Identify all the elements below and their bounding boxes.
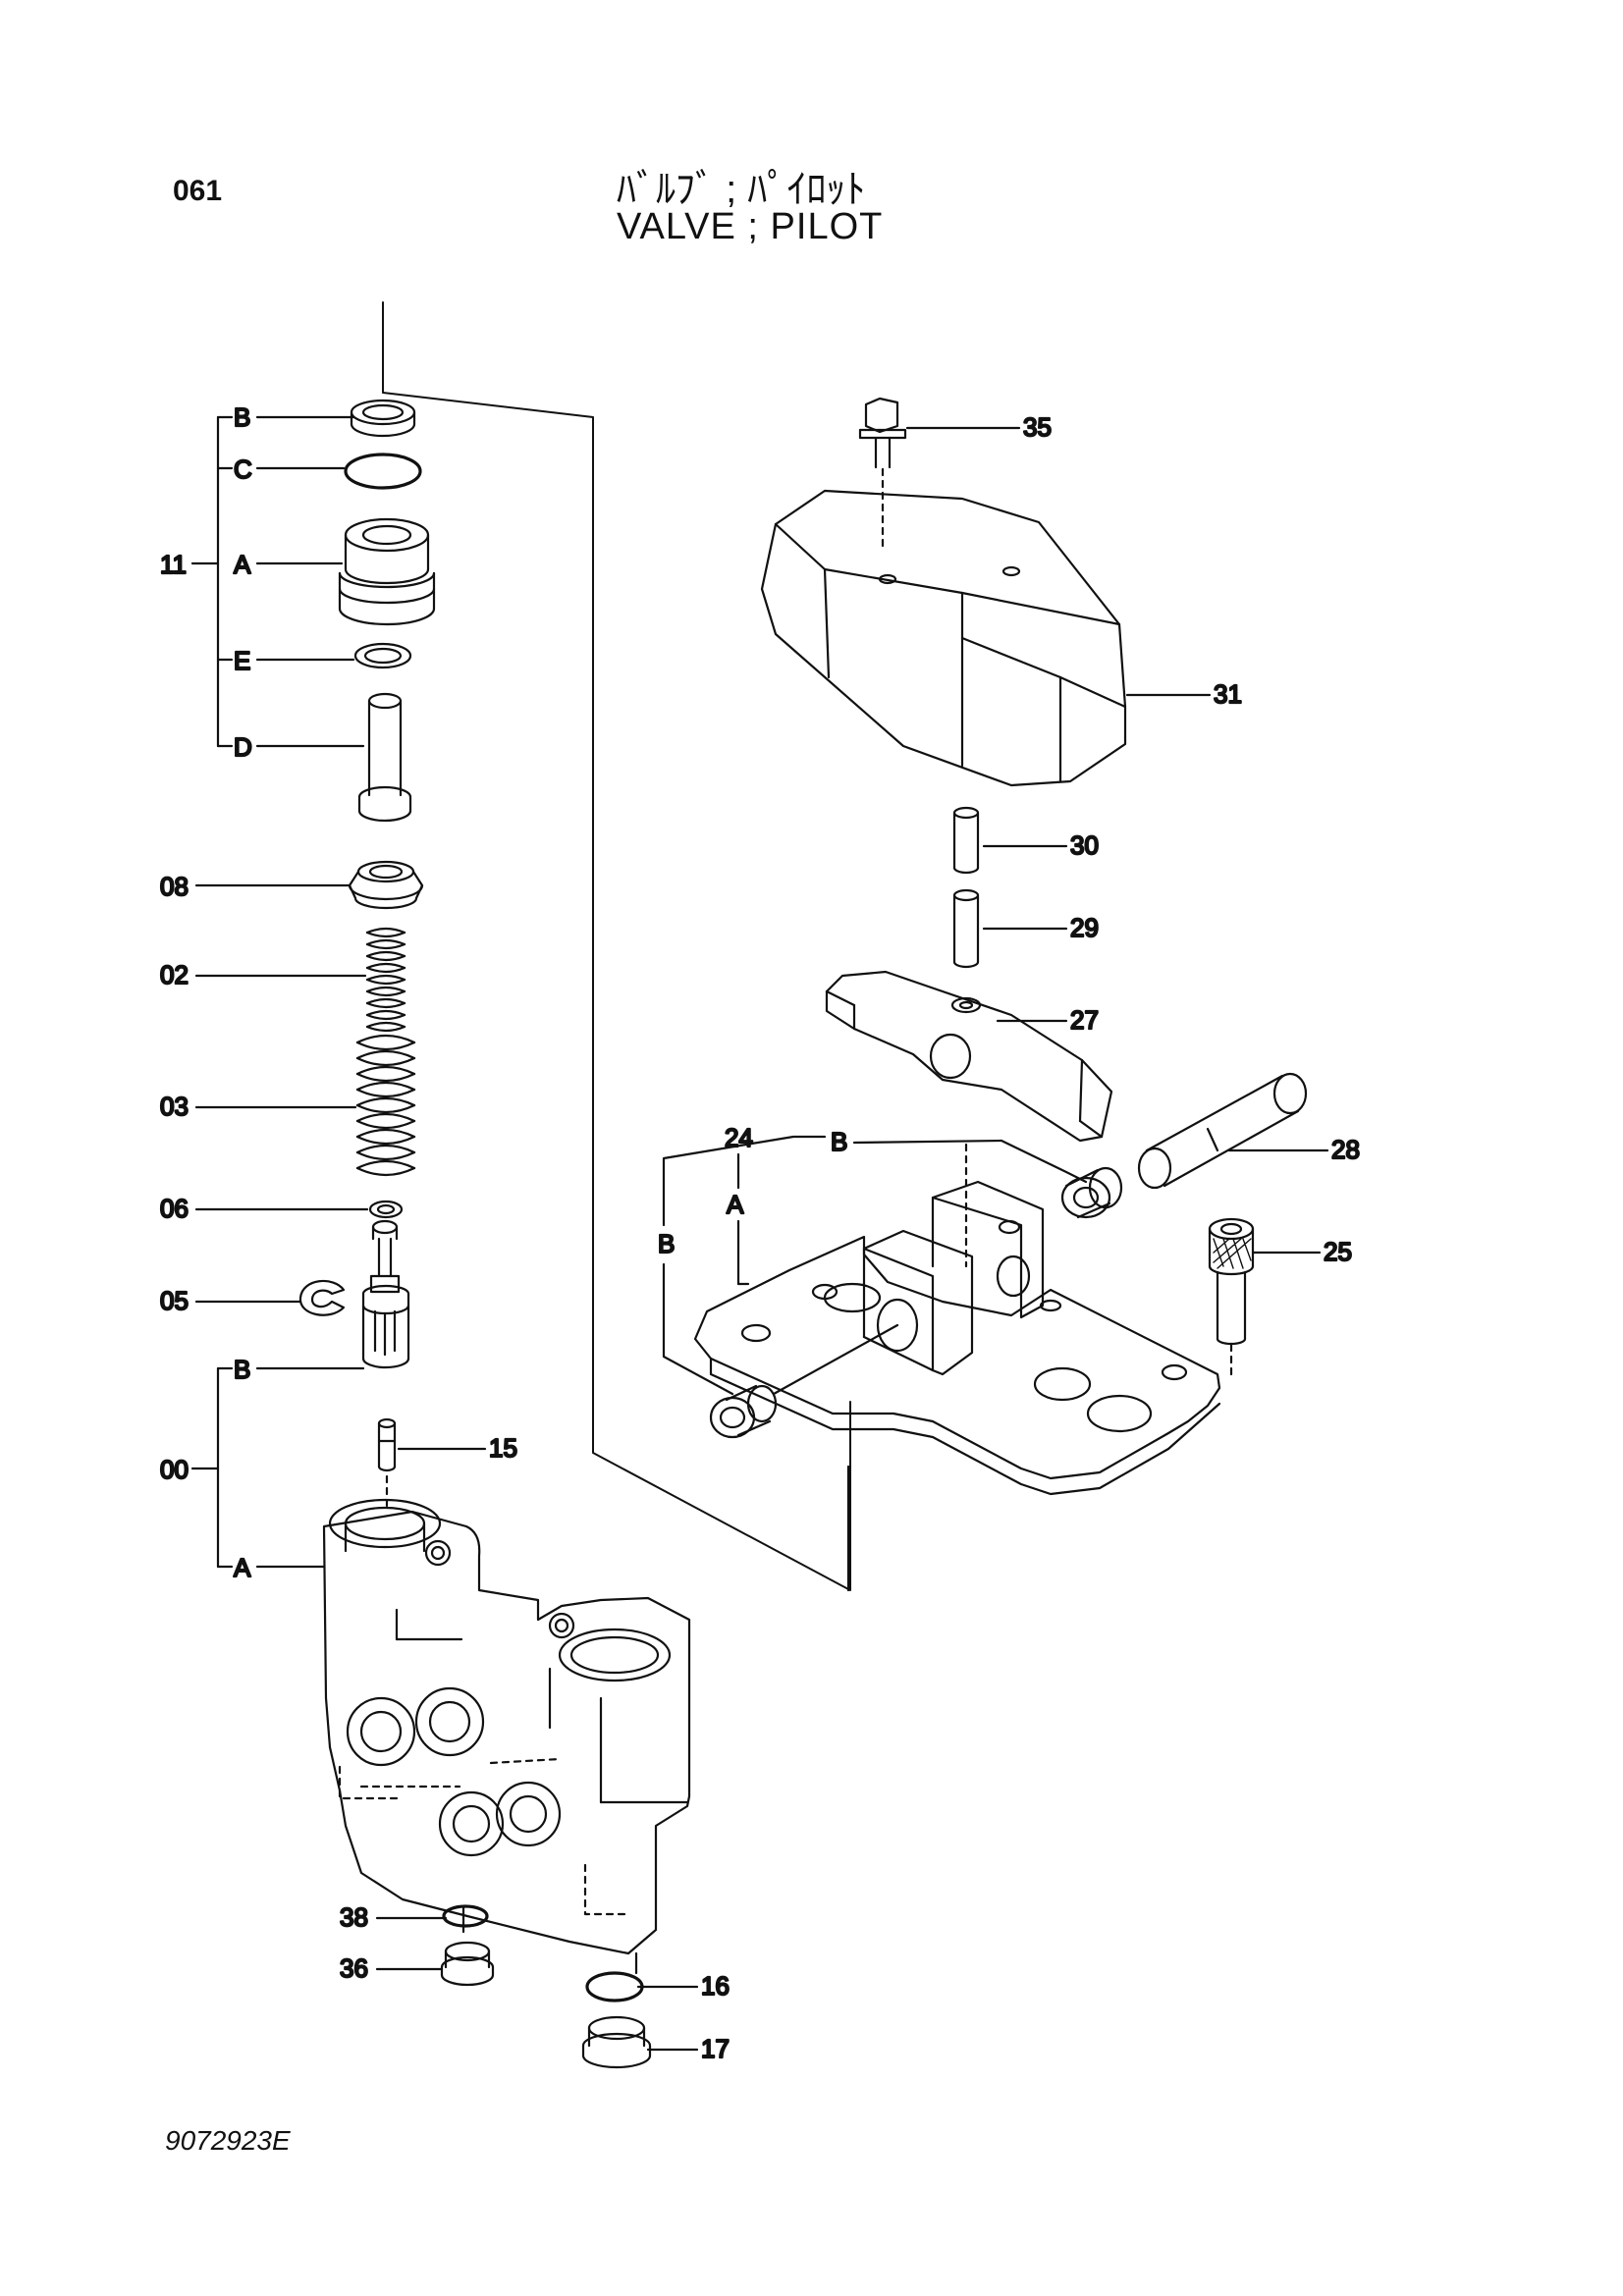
part-02-inner-spring	[365, 927, 406, 1029]
part-16-o-ring	[585, 1971, 644, 2002]
title-english: VALVE ; PILOT	[617, 206, 884, 247]
callout-30: 30	[1070, 830, 1099, 860]
callout-11-E: E	[234, 646, 250, 675]
part-08-spring-seat	[348, 860, 424, 910]
part-24B-bushing-bottom	[709, 1384, 778, 1439]
part-06-washer	[368, 1200, 404, 1219]
callout-00-bracket	[190, 1366, 234, 1569]
callout-16: 16	[701, 1971, 730, 2001]
callout-11-bracket	[190, 415, 234, 748]
callout-11-D: D	[234, 732, 252, 762]
part-11B-seal-ring	[350, 399, 416, 438]
callout-27: 27	[1070, 1005, 1099, 1035]
callout-31: 31	[1214, 679, 1242, 709]
callout-17: 17	[701, 2034, 730, 2063]
part-24A-base-plate	[693, 1235, 1221, 1592]
callout-11-A: A	[234, 550, 251, 579]
part-11D-plunger	[357, 692, 412, 823]
part-03-outer-spring	[355, 1034, 416, 1177]
callout-11-B: B	[234, 402, 250, 432]
callout-24: 24	[725, 1123, 753, 1152]
part-25-socket-head-bolt	[1208, 1217, 1255, 1380]
callout-35: 35	[1023, 412, 1052, 442]
part-05-retaining-clip	[298, 1279, 346, 1316]
part-24A-pivot-block-right	[931, 1180, 1045, 1319]
part-15-pin	[377, 1417, 397, 1472]
callout-36: 36	[340, 1953, 368, 1983]
callout-11-C: C	[234, 454, 252, 484]
callout-05: 05	[160, 1286, 189, 1315]
part-30-tube	[952, 806, 980, 875]
part-28-pin	[1137, 1072, 1308, 1190]
callout-08: 08	[160, 872, 189, 901]
callout-24-B-left: B	[658, 1229, 675, 1258]
part-29-tube	[952, 888, 980, 969]
callout-11: 11	[160, 550, 187, 579]
part-35-bolt	[858, 397, 907, 552]
part-11A-bushing	[338, 517, 436, 626]
part-24B-bushing-top	[1060, 1166, 1123, 1219]
part-17-plug	[581, 2015, 652, 2069]
assembly-connector-line	[382, 301, 851, 1591]
callout-24-B-top: B	[831, 1127, 847, 1156]
callout-24-A: A	[727, 1190, 744, 1219]
part-11C-o-ring	[344, 453, 422, 490]
title-japanese: ﾊﾞﾙﾌﾞ ; ﾊﾟｲﾛｯﾄ	[617, 168, 866, 211]
callout-38: 38	[340, 1902, 368, 1932]
callout-00-A: A	[234, 1553, 251, 1582]
callout-29: 29	[1070, 913, 1099, 942]
part-11E-ring	[353, 642, 412, 669]
part-00A-valve-body	[322, 1498, 691, 1975]
part-31-cover	[760, 489, 1127, 787]
callout-15: 15	[489, 1433, 517, 1463]
page-number: 061	[173, 175, 223, 207]
drawing-number: 9072923E	[165, 2125, 291, 2156]
part-36-plug	[440, 1941, 495, 1987]
callout-25: 25	[1324, 1237, 1352, 1266]
part-24A-pivot-block-left	[772, 1229, 974, 1396]
callout-00: 00	[160, 1455, 189, 1484]
callout-02: 02	[160, 960, 189, 989]
callout-03: 03	[160, 1092, 189, 1121]
callout-06: 06	[160, 1194, 189, 1223]
part-38-o-ring	[442, 1904, 489, 1928]
callout-28: 28	[1331, 1135, 1360, 1164]
part-00B-spool	[361, 1219, 410, 1369]
part-27-lever	[825, 970, 1113, 1143]
callout-00-B: B	[234, 1355, 250, 1384]
